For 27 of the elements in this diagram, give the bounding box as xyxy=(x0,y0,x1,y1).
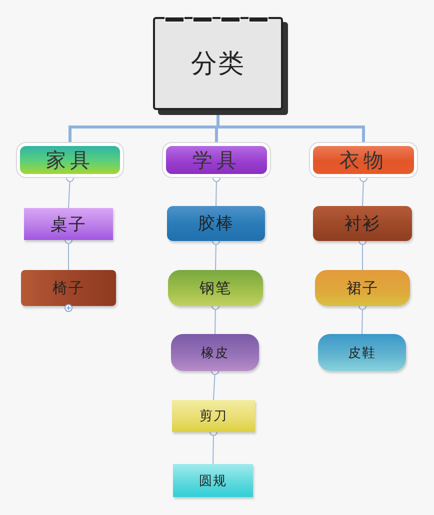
node-label: 桌子 xyxy=(50,214,86,236)
item-box xyxy=(21,270,116,306)
item-box xyxy=(167,206,265,241)
node-label: 皮鞋 xyxy=(348,344,376,362)
node-label: 学具 xyxy=(192,146,240,174)
node-label: 橡皮 xyxy=(201,344,229,362)
node-label: 衬衫 xyxy=(344,213,380,235)
node-label: 剪刀 xyxy=(200,408,228,425)
category-box xyxy=(166,146,267,174)
node-label: 衣物 xyxy=(340,146,388,174)
node-label: 家具 xyxy=(46,146,94,174)
node-label: 裙子 xyxy=(346,278,378,298)
item-box xyxy=(168,270,263,306)
node-label: 分类 xyxy=(191,48,245,81)
item-box xyxy=(313,206,412,241)
item-box xyxy=(173,464,253,497)
item-box xyxy=(171,334,259,371)
item-box xyxy=(318,334,406,371)
node-label: 椅子 xyxy=(52,278,84,298)
node-label: 圆规 xyxy=(199,472,227,490)
category-box xyxy=(313,146,414,174)
node-label: 钢笔 xyxy=(200,278,232,298)
item-box xyxy=(315,270,410,306)
node-label: 胶棒 xyxy=(198,213,234,235)
item-box xyxy=(24,208,113,240)
item-box xyxy=(172,400,255,432)
category-box xyxy=(20,146,120,174)
